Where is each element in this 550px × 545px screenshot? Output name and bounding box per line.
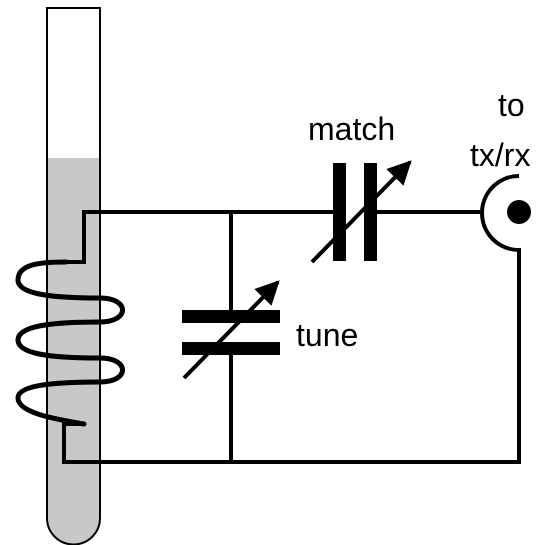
tune-plate-bottom (182, 342, 280, 355)
match-capacitor (310, 160, 412, 264)
tune-plate-top (182, 310, 280, 323)
tube-outline (46, 7, 101, 545)
match-plate-right (364, 163, 377, 261)
circuit-wires (62, 210, 521, 464)
to-label: to (498, 87, 525, 123)
sample-tube (46, 7, 101, 545)
tune-capacitor (182, 280, 280, 380)
connector-center-pin (507, 200, 531, 224)
coil-winding (15, 259, 125, 427)
tune-adjust-arrow (182, 280, 280, 380)
coil-top-lead (66, 210, 333, 264)
connector-shield-arc (480, 174, 520, 252)
match-plate-left (333, 163, 346, 261)
sample-liquid (47, 158, 100, 545)
match-adjust-arrow (310, 160, 412, 264)
coax-connector (480, 174, 531, 252)
txrx-label: tx/rx (470, 137, 530, 173)
tune-label: tune (296, 317, 358, 353)
ground-return-wire (62, 248, 521, 464)
match-label: match (308, 111, 395, 147)
